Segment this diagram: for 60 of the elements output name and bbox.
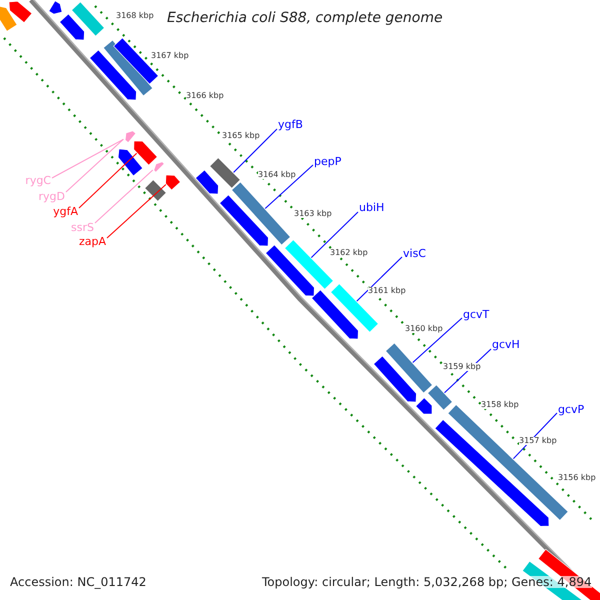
- leader-line: [356, 256, 402, 302]
- gene-block: [8, 1, 32, 24]
- diagram-title: Escherichia coli S88, complete genome: [167, 9, 443, 28]
- tick-label: 3161 kbp: [368, 287, 406, 295]
- gene-bar: [385, 342, 433, 394]
- tick-label: 3160 kbp: [405, 325, 443, 333]
- leader-line: [264, 164, 314, 209]
- gene-bar: [209, 157, 241, 189]
- gene-block: [415, 397, 432, 414]
- leader-line: [52, 138, 124, 178]
- tick-label: 3166 kbp: [186, 92, 224, 100]
- gene-block: [89, 50, 137, 100]
- tick-label: 3164 kbp: [258, 171, 296, 179]
- gene-label: ygfB: [278, 118, 303, 131]
- gene-label: gcvT: [463, 308, 490, 321]
- leader-line: [233, 128, 278, 173]
- tick-label: 3159 kbp: [443, 363, 481, 371]
- gene-label: ygfA: [53, 205, 78, 218]
- tick-label: 3162 kbp: [330, 249, 368, 257]
- gene-bar: [71, 1, 105, 37]
- gene-label: ssrS: [71, 221, 94, 234]
- gene-label: ubiH: [359, 201, 384, 214]
- tick-label: 3167 kbp: [151, 52, 189, 60]
- gene-block: [265, 244, 315, 296]
- tick-label: 3157 kbp: [519, 437, 557, 445]
- footer-text: Topology: circular; Length: 5,032,268 bp; Genes: 4,894: [262, 576, 592, 588]
- gene-label: zapA: [78, 235, 106, 248]
- gene-block: [219, 194, 269, 246]
- gene-block: [59, 14, 85, 40]
- tick-label: 3165 kbp: [222, 132, 260, 140]
- leader-line: [78, 152, 138, 208]
- leader-line: [94, 170, 154, 224]
- gene-label: visC: [403, 247, 426, 260]
- leader-line: [66, 138, 124, 192]
- gene-block: [0, 6, 18, 32]
- tick-label: 3168 kbp: [116, 12, 154, 20]
- gene-block: [124, 130, 136, 144]
- leader-line: [106, 184, 166, 238]
- gene-label: gcvP: [558, 403, 584, 416]
- gene-label: pepP: [314, 155, 342, 168]
- gene-block: [134, 140, 158, 166]
- tick-label: 3156 kbp: [558, 474, 596, 482]
- gene-block: [153, 161, 165, 173]
- gene-label: rygD: [38, 190, 65, 203]
- gene-label: rygC: [25, 174, 51, 187]
- leader-line: [310, 212, 358, 258]
- footer-text: Accession: NC_011742: [10, 576, 146, 588]
- leader-line: [412, 318, 462, 363]
- gene-bar: [231, 182, 291, 246]
- gene-label: gcvH: [492, 338, 520, 351]
- gene-bar: [144, 179, 167, 202]
- gene-bar: [427, 384, 453, 411]
- gene-block: [373, 356, 417, 402]
- tick-label: 3163 kbp: [294, 210, 332, 218]
- gene-block: [48, 0, 62, 14]
- gene-block: [195, 170, 219, 194]
- tick-label: 3158 kbp: [481, 401, 519, 409]
- gene-block: [311, 289, 359, 340]
- gene-block: [118, 148, 144, 176]
- gene-block: [165, 174, 181, 190]
